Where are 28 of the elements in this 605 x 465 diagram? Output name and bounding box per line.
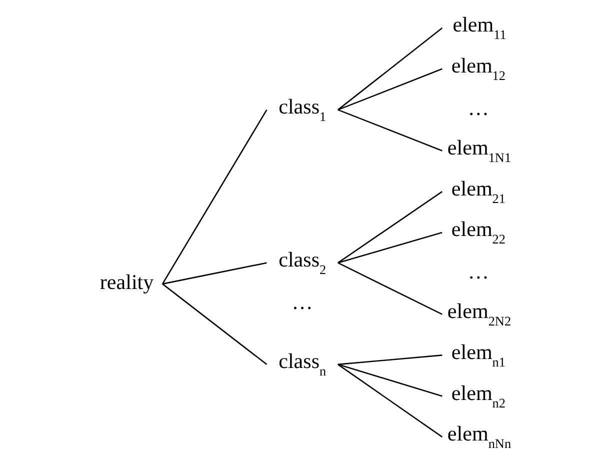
node-text: class$_{1}$ [278,94,326,124]
node-text: reality [99,270,154,294]
connector [337,364,442,438]
node-text: class$_{n}$ [278,349,326,379]
label: … [467,96,488,120]
connector [337,28,442,110]
label: … [467,259,488,284]
node-text: elem$_{n1}$ [450,340,505,370]
connector [337,262,442,315]
node-text: elem$_{n2}$ [450,380,505,410]
node-text: elem$_{21}$ [450,176,505,206]
connector [162,262,266,285]
connector [161,109,267,284]
node-text: elem$_{nNn}$ [446,422,511,452]
connector [337,232,442,264]
label: … [291,290,312,314]
node-text: elem$_{11}$ [452,12,506,42]
node-text: elem$_{22}$ [450,217,505,247]
node-text: elem$_{12}$ [450,54,505,84]
connector [337,191,442,264]
node-text: elem$_{2N2}$ [446,298,511,328]
connector [337,109,442,152]
node-text: class$_{2}$ [278,248,326,278]
connector [337,364,442,397]
connector [337,354,442,366]
connector [337,68,442,110]
connector [162,283,267,365]
node-text: elem$_{1N1}$ [446,135,511,165]
